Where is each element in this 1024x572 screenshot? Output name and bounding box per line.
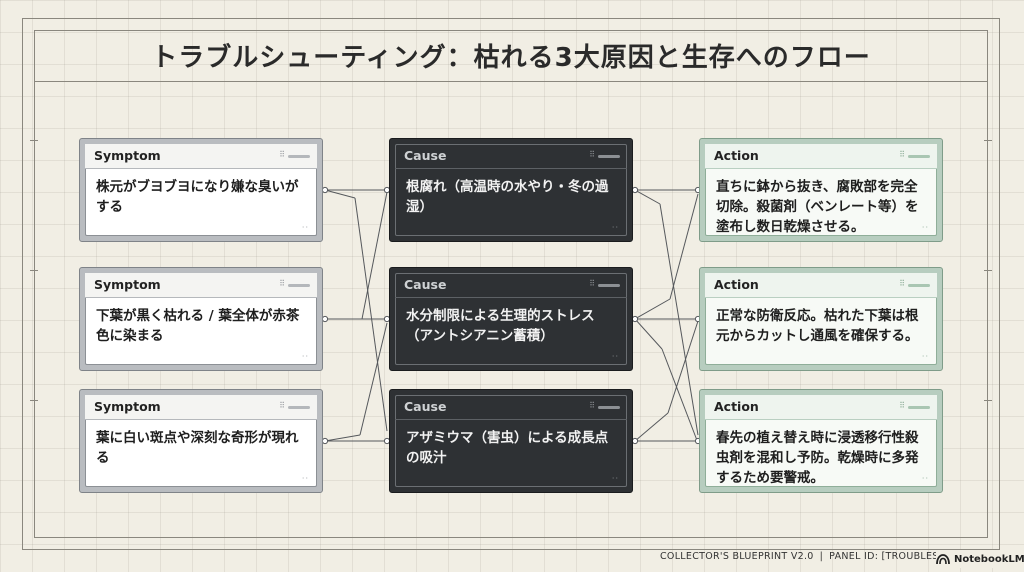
cross-connector [359,322,388,436]
footer-separator: | [819,551,824,562]
action-text: 春先の植え替え時に浸透移行性殺虫剤を混和し予防。乾燥時に多発するため要警戒。 [716,430,919,486]
cross-connector [634,318,663,350]
corner-dots-icon: ·· [301,223,309,232]
status-bar-icon [598,406,620,409]
grip-dots-icon: ⠿ [589,279,595,288]
grip-dots-icon: ⠿ [899,279,905,288]
outer-frame [22,18,1000,550]
status-bar-icon [288,284,310,287]
frame-tick [30,140,38,141]
cause-card-2: Cause ⠿ 水分制限による生理的ストレス（アントシアニン蓄積） ·· [389,267,633,371]
cause-card-3: Cause ⠿ アザミウマ（害虫）による成長点の吸汁 ·· [389,389,633,493]
symptom-card-2: Symptom ⠿ 下葉が黒く枯れる / 葉全体が赤茶色に染まる ·· [79,267,323,371]
cause-text: アザミウマ（害虫）による成長点の吸汁 [406,430,609,466]
corner-dots-icon: ·· [301,474,309,483]
cross-connector [354,197,388,432]
status-bar-icon [598,284,620,287]
corner-dots-icon: ·· [611,474,619,483]
status-bar-icon [908,284,930,287]
cause-out-port-dot [631,315,639,323]
frame-tick [984,140,992,141]
card-label: Cause [404,148,447,163]
grip-dots-icon: ⠿ [589,401,595,410]
action-card-1: Action ⠿ 直ちに鉢から抜き、腐敗部を完全切除。殺菌剤（ベンレート等）を塗… [699,138,943,242]
grip-dots-icon: ⠿ [279,401,285,410]
cause-card-1: Cause ⠿ 根腐れ（高温時の水やり・冬の過湿） ·· [389,138,633,242]
cross-connector [659,203,699,436]
card-label: Symptom [94,399,161,414]
status-bar-icon [908,406,930,409]
cross-connector [634,189,661,205]
action-card-2: Action ⠿ 正常な防衛反応。枯れた下葉は根元からカットし通風を確保する。 … [699,267,943,371]
card-label: Cause [404,277,447,292]
status-bar-icon [288,406,310,409]
footer-panel-id: PANEL ID: [TROUBLESHOOTING] [829,551,940,562]
brand-badge: NotebookLM [936,550,1024,568]
card-label: Action [714,148,759,163]
footer-version: COLLECTOR'S BLUEPRINT V2.0 [660,551,814,562]
cross-connector [661,348,699,444]
grip-dots-icon: ⠿ [279,150,285,159]
symptom-card-1: Symptom ⠿ 株元がブヨブヨになり嫌な臭いがする ·· [79,138,323,242]
brand-name: NotebookLM [954,553,1024,565]
corner-dots-icon: ·· [921,223,929,232]
title-bar: トラブルシューティング：枯れる3大原因と生存へのフロー [34,30,988,82]
cross-connector [669,193,699,300]
notebooklm-logo-icon [936,554,950,565]
symptom-text: 下葉が黒く枯れる / 葉全体が赤茶色に染まる [96,308,300,344]
card-label: Symptom [94,277,161,292]
grip-dots-icon: ⠿ [899,401,905,410]
inner-frame [34,30,988,538]
symptom-port-dot [321,315,329,323]
cross-connector [667,320,699,414]
grip-dots-icon: ⠿ [899,150,905,159]
symptom-port-dot [321,186,329,194]
cause-out-port-dot [631,437,639,445]
frame-tick [984,400,992,401]
grip-dots-icon: ⠿ [279,279,285,288]
symptom-text: 株元がブヨブヨになり嫌な臭いがする [96,179,299,215]
corner-dots-icon: ·· [921,352,929,361]
action-text: 正常な防衛反応。枯れた下葉は根元からカットし通風を確保する。 [716,308,919,344]
card-label: Action [714,399,759,414]
cross-connector [634,298,671,320]
cross-connector [634,412,669,442]
symptom-card-3: Symptom ⠿ 葉に白い斑点や深刻な奇形が現れる ·· [79,389,323,493]
status-bar-icon [908,155,930,158]
symptom-text: 葉に白い斑点や深刻な奇形が現れる [96,430,299,466]
symptom-port-dot [321,437,329,445]
cross-connector [324,434,361,442]
frame-tick [30,400,38,401]
cause-text: 根腐れ（高温時の水やり・冬の過湿） [406,179,609,215]
cause-out-port-dot [631,186,639,194]
frame-tick [30,270,38,271]
card-label: Cause [404,399,447,414]
cross-connector [361,191,388,320]
card-label: Action [714,277,759,292]
action-card-3: Action ⠿ 春先の植え替え時に浸透移行性殺虫剤を混和し予防。乾燥時に多発す… [699,389,943,493]
cause-text: 水分制限による生理的ストレス（アントシアニン蓄積） [406,308,595,344]
corner-dots-icon: ·· [921,474,929,483]
status-bar-icon [288,155,310,158]
page-title: トラブルシューティング：枯れる3大原因と生存へのフロー [151,43,871,73]
action-text: 直ちに鉢から抜き、腐敗部を完全切除。殺菌剤（ベンレート等）を塗布し数日乾燥させる… [716,179,919,235]
cross-connector [324,189,356,199]
status-bar-icon [598,155,620,158]
corner-dots-icon: ·· [301,352,309,361]
corner-dots-icon: ·· [611,352,619,361]
card-label: Symptom [94,148,161,163]
footer: COLLECTOR'S BLUEPRINT V2.0 | PANEL ID: [TR… [660,551,940,562]
grip-dots-icon: ⠿ [589,150,595,159]
frame-tick [984,270,992,271]
corner-dots-icon: ·· [611,223,619,232]
